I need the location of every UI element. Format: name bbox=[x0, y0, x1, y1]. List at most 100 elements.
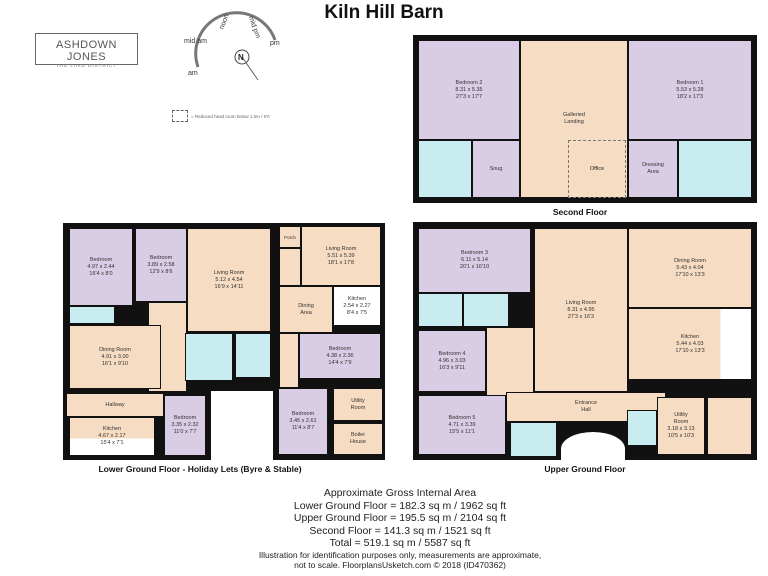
room-bathroom bbox=[463, 293, 509, 327]
room-name: Living Room bbox=[213, 269, 245, 276]
room-metric: 4.91 x 3.00 bbox=[101, 353, 129, 360]
room-name: Bedroom bbox=[149, 254, 173, 261]
room-imperial: 16'9 x 14'11 bbox=[214, 283, 244, 290]
room-name: Kitchen bbox=[102, 426, 122, 432]
room-bedroom: Bedroom 4.38 x 2.36 14'4 x 7'9 bbox=[299, 333, 381, 379]
second-floor-plan: Bedroom 2 8.31 x 5.35 27'3 x 17'7 Snug G… bbox=[413, 35, 757, 203]
room-metric: 3.35 x 2.32 bbox=[171, 422, 199, 428]
logo-subtitle: THE LAKE DISTRICT bbox=[56, 63, 117, 68]
area-total: Total = 519.1 sq m / 5587 sq ft bbox=[329, 537, 471, 549]
room-bedroom: Bedroom 4.97 x 2.44 16'4 x 8'0 bbox=[69, 228, 133, 306]
room-dining-room: Dining Room 5.43 x 4.04 17'10 x 13'3 bbox=[628, 228, 752, 308]
room-imperial: 11'0 x 7'7 bbox=[173, 429, 197, 435]
room-name: Living Room bbox=[325, 245, 357, 252]
room-name: Dressing Area bbox=[642, 162, 664, 175]
room-name: Galleried Landing bbox=[562, 112, 585, 125]
room-name: Kitchen bbox=[680, 333, 700, 340]
room-metric: 5.43 x 4.04 bbox=[676, 264, 704, 271]
room-porch: Porch bbox=[279, 226, 301, 248]
area-second: Second Floor = 141.3 sq m / 1521 sq ft bbox=[309, 524, 491, 537]
compass-noon: noon bbox=[219, 13, 231, 30]
room-imperial: 15'4 x 7'1 bbox=[100, 440, 124, 446]
room-imperial: 18'2 x 17'3 bbox=[676, 93, 704, 100]
sun-compass-icon: N am mid am noon mid pm pm bbox=[184, 11, 280, 80]
room-living-room: Living Room 8.31 x 4.95 27'3 x 16'3 bbox=[534, 228, 628, 392]
room-bathroom bbox=[185, 333, 233, 381]
room-name: Bedroom bbox=[89, 256, 113, 263]
room-imperial: 16'4 x 8'0 bbox=[89, 270, 113, 277]
room-plant bbox=[707, 397, 752, 455]
area-summary: Approximate Gross Internal Area Lower Gr… bbox=[200, 487, 600, 570]
room-imperial: 17'10 x 13'3 bbox=[675, 347, 705, 354]
room-name: Porch bbox=[284, 234, 296, 240]
compass-mid-am: mid am bbox=[184, 38, 207, 45]
room-bedroom-4: Bedroom 4 4.96 x 3.03 16'3 x 9'11 bbox=[418, 330, 486, 392]
room-living-room: Living Room 5.12 x 4.54 16'9 x 14'11 bbox=[187, 228, 271, 332]
upper-ground-floor-label: Upper Ground Floor bbox=[544, 464, 626, 474]
disclaimer-line-2: not to scale. FloorplansUsketch.com © 20… bbox=[294, 559, 506, 570]
room-bedroom: Bedroom 3.45 x 2.61 11'4 x 8'7 bbox=[278, 388, 328, 455]
room-snug: Snug bbox=[472, 140, 520, 198]
area-upper-ground: Upper Ground Floor = 195.5 sq m / 2104 s… bbox=[293, 512, 507, 524]
room-imperial: 27'3 x 16'3 bbox=[567, 313, 595, 320]
area-lower-ground: Lower Ground Floor = 182.3 sq m / 1962 s… bbox=[293, 499, 507, 512]
room-imperial: 17'10 x 13'3 bbox=[675, 271, 705, 278]
room-bedroom-5: Bedroom 5 4.71 x 3.39 15'5 x 11'1 bbox=[418, 395, 506, 455]
north-label: N bbox=[238, 53, 244, 62]
room-metric: 8.31 x 5.35 bbox=[455, 86, 483, 93]
room-metric: 4.38 x 2.36 bbox=[326, 352, 354, 359]
room-name: Bedroom 1 bbox=[676, 79, 704, 86]
room-imperial: 8'4 x 7'5 bbox=[346, 309, 368, 316]
room-metric: 3.18 x 3.13 bbox=[667, 426, 695, 432]
corridor bbox=[279, 333, 299, 388]
room-kitchen: Kitchen 4.67 x 2.17 15'4 x 7'1 bbox=[69, 417, 155, 456]
room-name: Utility Room bbox=[350, 397, 366, 411]
room-metric: 3.89 x 2.58 bbox=[147, 261, 175, 268]
room-utility-room: Utility Room bbox=[333, 388, 383, 421]
room-metric: 5.44 x 4.03 bbox=[676, 340, 704, 347]
room-imperial: 20'1 x 16'10 bbox=[459, 264, 490, 270]
room-name: Bedroom 3 bbox=[461, 250, 488, 256]
room-metric: 6.11 x 5.14 bbox=[461, 257, 488, 263]
room-wc bbox=[627, 410, 657, 446]
room-name: Entrance Hall bbox=[574, 400, 597, 413]
room-name: Bedroom 5 bbox=[448, 414, 476, 421]
room-utility-room: Utility Room 3.18 x 3.13 10'5 x 10'3 bbox=[657, 397, 705, 455]
courtyard-gap bbox=[211, 391, 273, 460]
room-boiler-house: Boiler House bbox=[333, 423, 383, 455]
room-name: Bedroom bbox=[173, 415, 197, 421]
room-bedroom-1: Bedroom 1 5.53 x 5.28 18'2 x 17'3 bbox=[628, 40, 752, 140]
entrance-bay bbox=[561, 432, 625, 460]
room-name: Utility Room bbox=[673, 412, 689, 425]
office-area: Office bbox=[568, 140, 626, 198]
room-name: Dining Room bbox=[99, 346, 131, 353]
room-imperial: 12'9 x 8'6 bbox=[149, 268, 173, 275]
room-name: Bedroom bbox=[328, 345, 352, 352]
room-imperial: 10'5 x 10'3 bbox=[667, 433, 695, 439]
room-metric: 3.45 x 2.61 bbox=[289, 418, 317, 424]
room-hallway: Hallway bbox=[66, 393, 164, 417]
room-metric: 4.71 x 3.39 bbox=[448, 421, 476, 428]
room-name: Bedroom bbox=[291, 411, 315, 417]
room-bedroom: Bedroom 3.89 x 2.58 12'9 x 8'6 bbox=[135, 228, 187, 302]
room-metric: 2.54 x 2.27 bbox=[343, 302, 371, 309]
room-dining-area: Dining Area bbox=[279, 286, 333, 333]
room-bathroom bbox=[235, 333, 271, 378]
room-name: Dining Area bbox=[298, 302, 314, 316]
second-floor-label: Second Floor bbox=[552, 207, 608, 217]
disclaimer-line-1: Illustration for identification purposes… bbox=[258, 549, 542, 560]
room-metric: 5.12 x 4.54 bbox=[215, 276, 243, 283]
room-metric: 4.97 x 2.44 bbox=[87, 263, 115, 270]
room-imperial: 15'5 x 11'1 bbox=[449, 428, 475, 435]
room-bedroom: Bedroom 3.35 x 2.32 11'0 x 7'7 bbox=[164, 395, 206, 456]
upper-ground-floor-plan: Bedroom 3 6.11 x 5.14 20'1 x 16'10 Livin… bbox=[413, 222, 757, 460]
room-kitchen: Kitchen 5.44 x 4.03 17'10 x 13'3 bbox=[628, 308, 752, 380]
room-bathroom bbox=[418, 293, 463, 327]
room-metric: 5.53 x 5.28 bbox=[676, 86, 704, 93]
compass-am: am bbox=[188, 70, 198, 77]
room-imperial: 18'1 x 17'8 bbox=[327, 259, 355, 266]
area-heading: Approximate Gross Internal Area bbox=[323, 487, 477, 499]
room-name: Hallway bbox=[105, 401, 125, 408]
room-galleried-landing: Galleried Landing bbox=[520, 40, 628, 198]
